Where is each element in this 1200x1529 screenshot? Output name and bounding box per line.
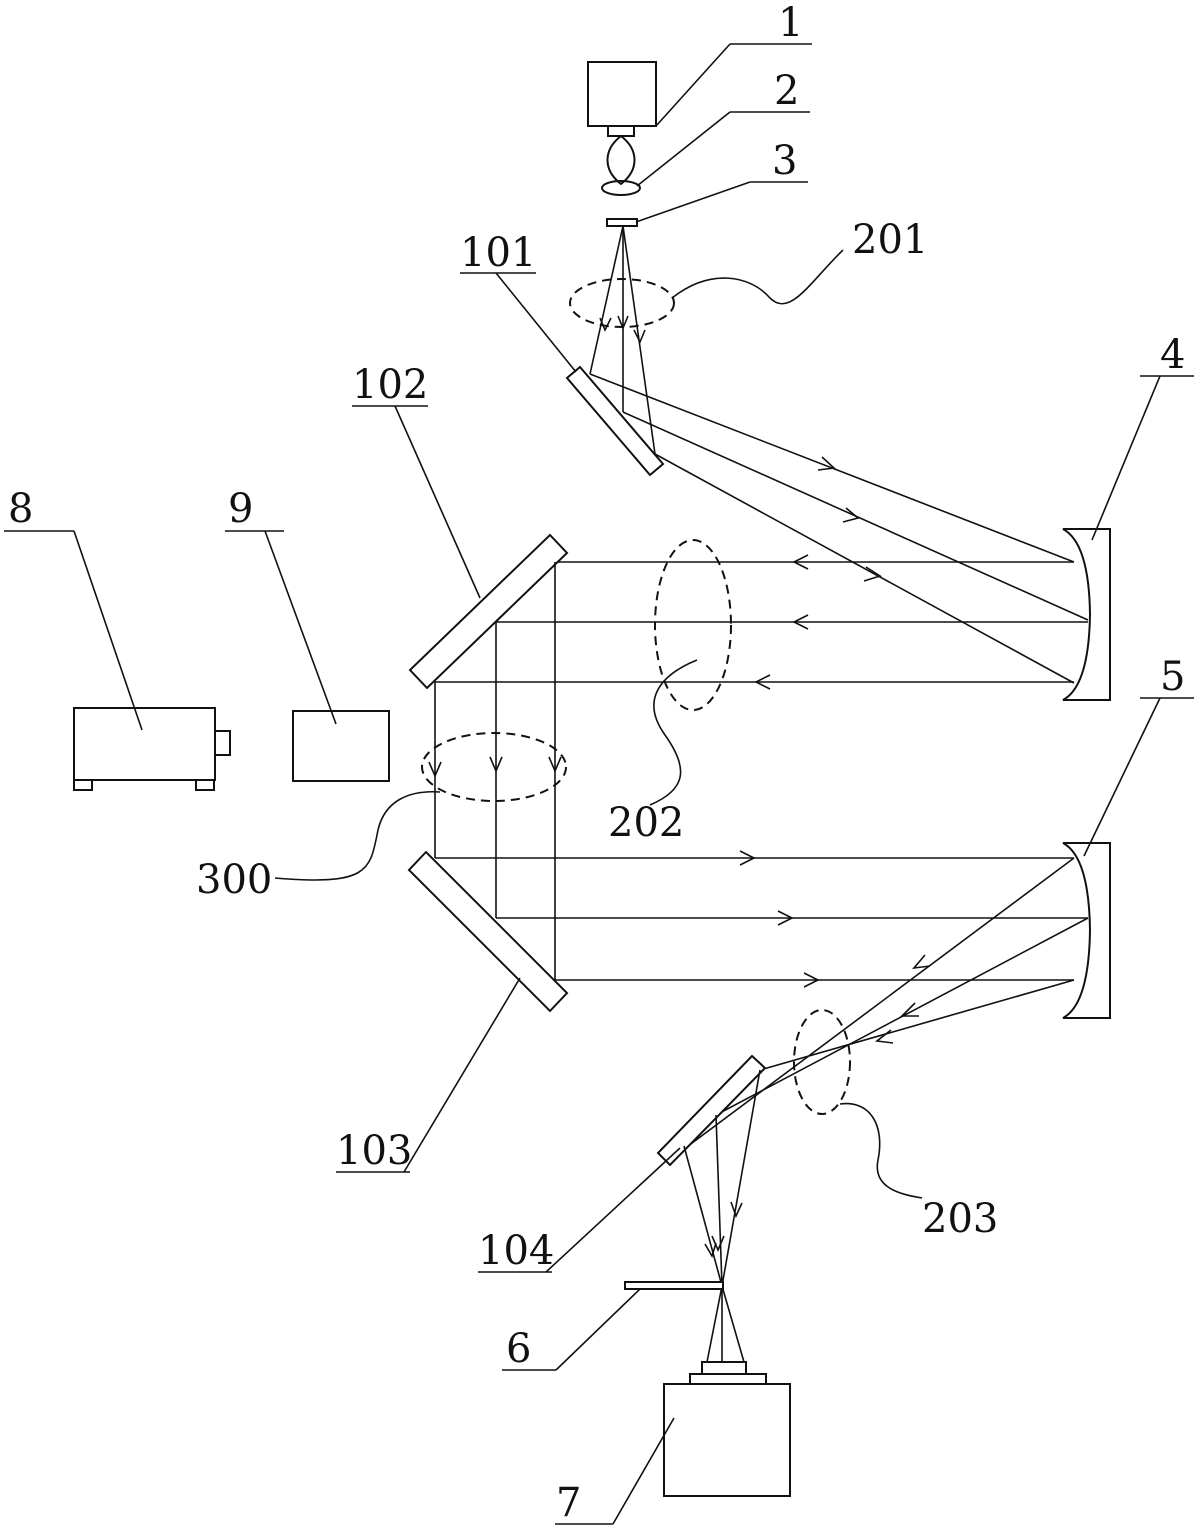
label-8: 8 <box>8 486 33 532</box>
leader-lines <box>4 43 1194 1525</box>
label-103: 103 <box>336 1128 412 1174</box>
slit-3 <box>606 218 638 227</box>
label-3: 3 <box>772 138 797 184</box>
label-7: 7 <box>556 1480 581 1526</box>
label-300: 300 <box>196 857 272 903</box>
label-5: 5 <box>1160 654 1185 700</box>
mirror-102 <box>408 533 569 690</box>
beams-103-to-mirror-5 <box>435 850 1088 988</box>
vertical-beams-300 <box>428 562 562 980</box>
label-101: 101 <box>460 230 536 276</box>
beam-201-diverging <box>589 225 656 455</box>
collimated-beams-202 <box>435 554 1088 690</box>
unit-9 <box>292 710 390 782</box>
beams-104-to-detector <box>683 1069 761 1363</box>
beam-203-marker <box>793 1009 851 1115</box>
light-source-1 <box>587 61 657 137</box>
beam-300-marker <box>421 732 567 802</box>
concave-mirror-4 <box>1062 528 1111 701</box>
label-6: 6 <box>506 1326 531 1372</box>
label-9: 9 <box>228 486 253 532</box>
label-203: 203 <box>922 1196 998 1242</box>
beam-300-leader <box>274 790 441 881</box>
label-201: 201 <box>852 217 928 263</box>
beams-mirror-5-to-104 <box>671 857 1089 1159</box>
label-4: 4 <box>1160 332 1185 378</box>
mirror-104 <box>656 1054 767 1167</box>
beam-201-marker <box>569 278 675 328</box>
mirror-101 <box>565 365 665 477</box>
mirror-103 <box>407 850 569 1013</box>
beam-201-leader <box>671 249 844 305</box>
slit-6 <box>624 1281 724 1290</box>
label-102: 102 <box>352 362 428 408</box>
beam-202-leader <box>649 659 698 806</box>
label-1: 1 <box>778 0 803 46</box>
label-104: 104 <box>478 1228 554 1274</box>
beam-203-leader <box>839 1102 923 1199</box>
concave-mirror-5 <box>1062 842 1111 1019</box>
unit-8 <box>73 707 231 791</box>
lens-2 <box>601 134 641 196</box>
label-202: 202 <box>608 800 684 846</box>
label-2: 2 <box>774 68 799 114</box>
beams-101-to-mirror-4 <box>589 373 1089 684</box>
beam-202-marker <box>654 539 732 711</box>
detector-7 <box>663 1361 791 1497</box>
